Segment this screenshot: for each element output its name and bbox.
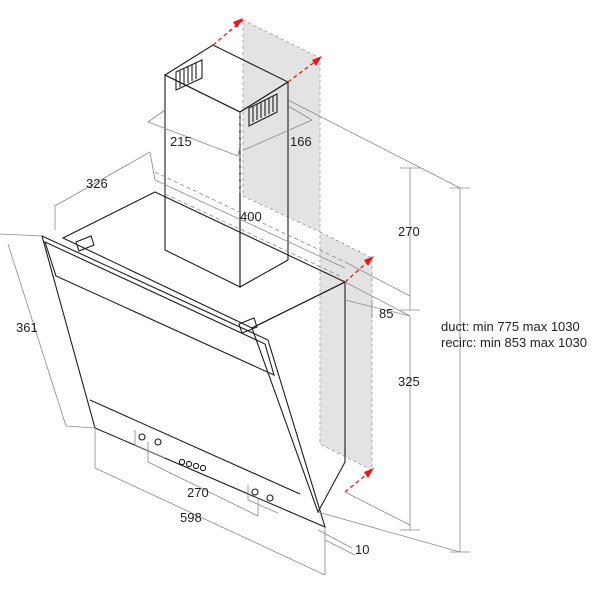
note-recirc: recirc: min 853 max 1030	[441, 335, 587, 350]
dim-offset: 85	[379, 306, 393, 321]
dim-glass-thickness: 10	[355, 542, 369, 557]
dim-chimney-width: 215	[170, 134, 192, 149]
dim-hood-height: 325	[398, 374, 420, 389]
control-panel	[134, 430, 279, 514]
chimney	[163, 44, 290, 288]
hidden-edges	[154, 112, 346, 277]
hood-body	[41, 191, 347, 528]
wall-outline	[242, 19, 373, 471]
dim-panel-height: 361	[16, 320, 38, 335]
note-duct: duct: min 775 max 1030	[441, 319, 580, 334]
dim-overall-width: 598	[180, 510, 202, 525]
vent-grille-right	[248, 93, 278, 127]
dimension-lines	[0, 99, 470, 576]
vent-grille-left	[175, 59, 203, 91]
dim-hood-depth: 326	[86, 176, 108, 191]
airflow-arrows	[212, 18, 374, 493]
dim-chimney-height: 270	[398, 224, 420, 239]
dim-top-width: 400	[240, 209, 262, 224]
dimension-labels: 215 166 326 400 270 85 325 361 270 598 1…	[16, 134, 420, 557]
dim-chimney-depth: 166	[290, 134, 312, 149]
dim-control-width: 270	[187, 485, 209, 500]
installation-notes: duct: min 775 max 1030 recirc: min 853 m…	[441, 319, 587, 350]
